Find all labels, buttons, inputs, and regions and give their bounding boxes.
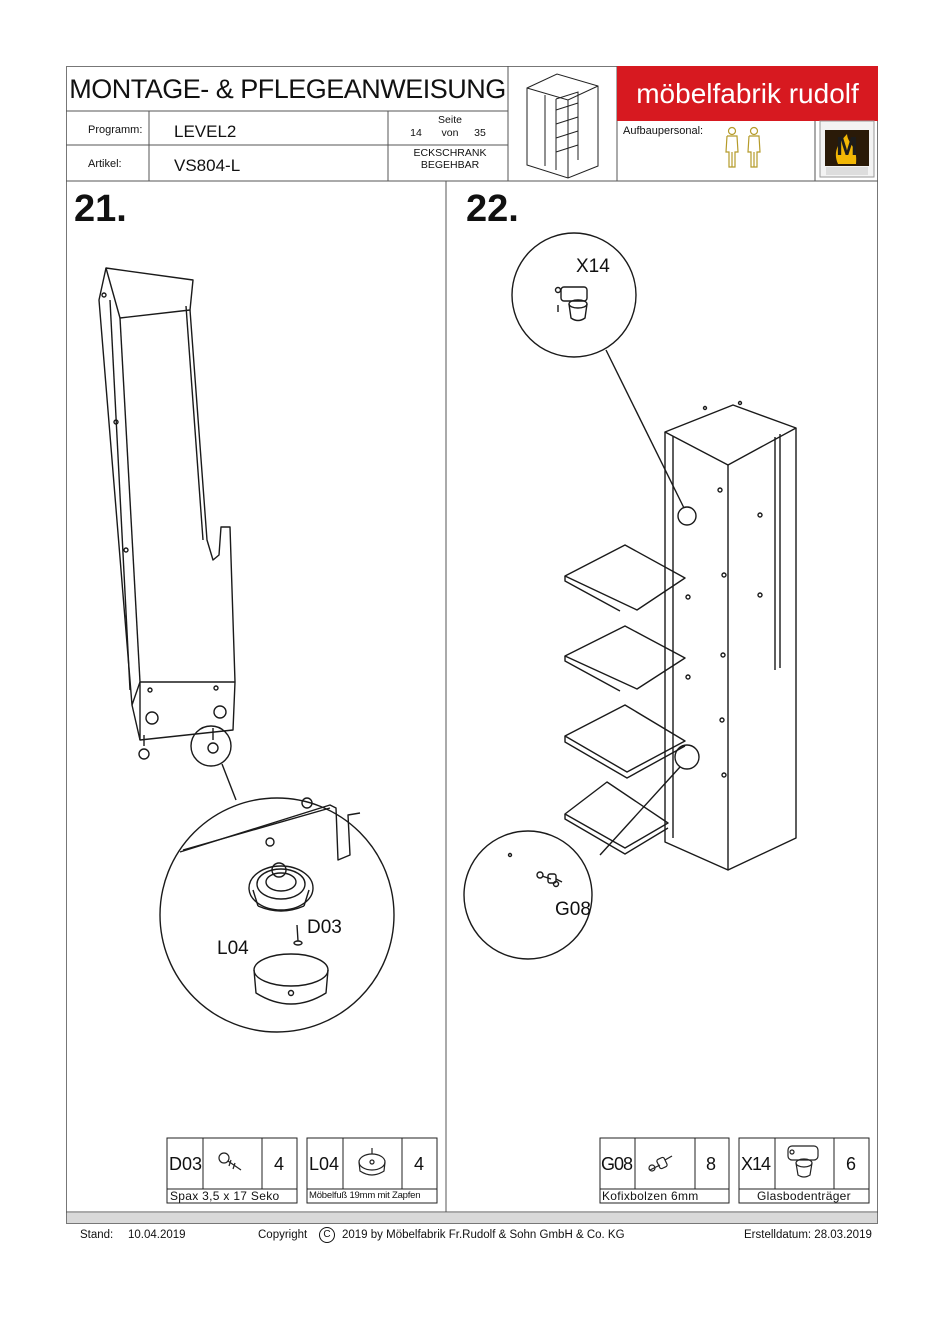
programm-label: Programm: bbox=[88, 124, 143, 136]
part-code-l04: L04 bbox=[309, 1154, 340, 1174]
stand-label: Stand: bbox=[80, 1229, 114, 1241]
programm-value: LEVEL2 bbox=[174, 122, 237, 141]
document-title: MONTAGE- & PFLEGEANWEISUNG bbox=[69, 73, 506, 104]
bolt-icon bbox=[648, 1155, 673, 1172]
page-frame bbox=[66, 66, 878, 1224]
screw-icon bbox=[218, 1152, 242, 1171]
part-code-x14: X14 bbox=[741, 1154, 771, 1174]
brand-logo: möbelfabrik rudolf bbox=[617, 66, 878, 121]
artikel-label: Artikel: bbox=[88, 158, 122, 170]
copyright-label: Copyright bbox=[258, 1229, 308, 1241]
page-of: von bbox=[441, 127, 459, 139]
bolt-icon-detail bbox=[536, 871, 563, 888]
copyright-text: 2019 by Möbelfabrik Fr.Rudolf & Sohn Gmb… bbox=[342, 1229, 625, 1241]
callout-l04: L04 bbox=[217, 938, 249, 959]
page-total: 35 bbox=[474, 127, 486, 139]
part-qty-l04: 4 bbox=[414, 1154, 425, 1174]
aufbaupersonal-label: Aufbaupersonal: bbox=[623, 125, 704, 137]
copyright-symbol: C bbox=[319, 1227, 335, 1243]
step-22-number: 22. bbox=[466, 188, 519, 230]
callout-g08: G08 bbox=[555, 899, 591, 920]
step-21-number: 21. bbox=[74, 188, 127, 230]
erstelldatum: Erstelldatum: 28.03.2019 bbox=[744, 1229, 872, 1241]
part-desc-x14: Glasbodenträger bbox=[757, 1189, 851, 1203]
callout-d03: D03 bbox=[307, 917, 342, 938]
part-qty-x14: 6 bbox=[846, 1154, 857, 1174]
part-desc-g08: Kofixbolzen 6mm bbox=[602, 1189, 699, 1203]
part-qty-g08: 8 bbox=[706, 1154, 717, 1174]
artikel-value: VS804-L bbox=[174, 156, 241, 175]
product-line-1: ECKSCHRANK bbox=[413, 147, 487, 159]
part-code-d03: D03 bbox=[169, 1154, 203, 1174]
product-line-2: BEGEHBAR bbox=[420, 159, 480, 171]
part-qty-d03: 4 bbox=[274, 1154, 285, 1174]
part-code-g08: G08 bbox=[601, 1154, 633, 1174]
stand-date: 10.04.2019 bbox=[128, 1229, 186, 1241]
quality-seal-letter: M bbox=[836, 131, 858, 161]
part-desc-d03: Spax 3,5 x 17 Seko bbox=[170, 1189, 280, 1203]
shelf-support-icon bbox=[787, 1145, 819, 1178]
callout-x14: X14 bbox=[576, 256, 610, 277]
part-desc-l04: Möbelfuß 19mm mit Zapfen bbox=[309, 1190, 421, 1201]
seite-label: Seite bbox=[438, 114, 462, 126]
furniture-foot-icon bbox=[358, 1148, 386, 1176]
page-current: 14 bbox=[410, 127, 422, 139]
